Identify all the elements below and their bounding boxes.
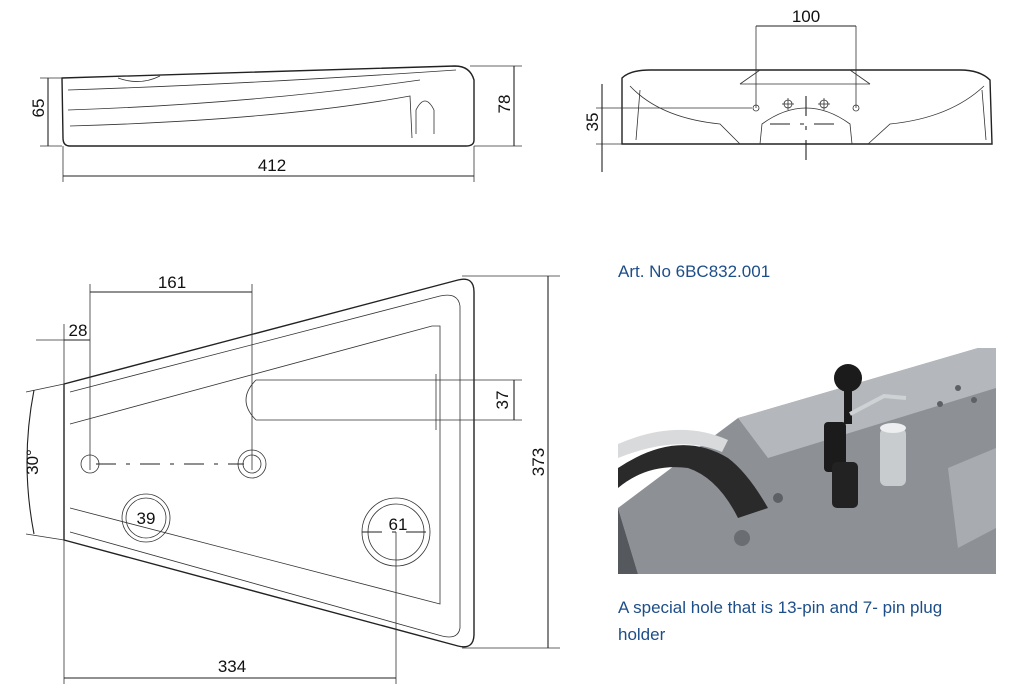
dim-top-depth: 373	[529, 448, 548, 476]
side-view	[40, 65, 522, 182]
dim-top-angle: 30°	[23, 449, 42, 475]
dim-top-length: 334	[218, 657, 246, 676]
dim-hole-small: 39	[137, 509, 156, 528]
dim-top-offset: 161	[158, 273, 186, 292]
caption: A special hole that is 13-pin and 7- pin…	[618, 598, 943, 644]
dim-front-width: 100	[792, 7, 820, 26]
dim-side-length: 412	[258, 156, 286, 175]
top-view	[25, 275, 560, 684]
dim-front-height: 35	[583, 113, 602, 132]
plug-holder-photo	[618, 348, 996, 574]
front-view	[596, 25, 993, 172]
article-number: Art. No 6BC832.001	[618, 262, 771, 281]
dim-hole-large: 61	[389, 515, 408, 534]
dim-top-slot-width: 37	[493, 391, 512, 410]
dim-side-height-right: 78	[495, 95, 514, 114]
dim-top-edge-offset: 28	[69, 321, 88, 340]
dim-side-height-left: 65	[29, 99, 48, 118]
